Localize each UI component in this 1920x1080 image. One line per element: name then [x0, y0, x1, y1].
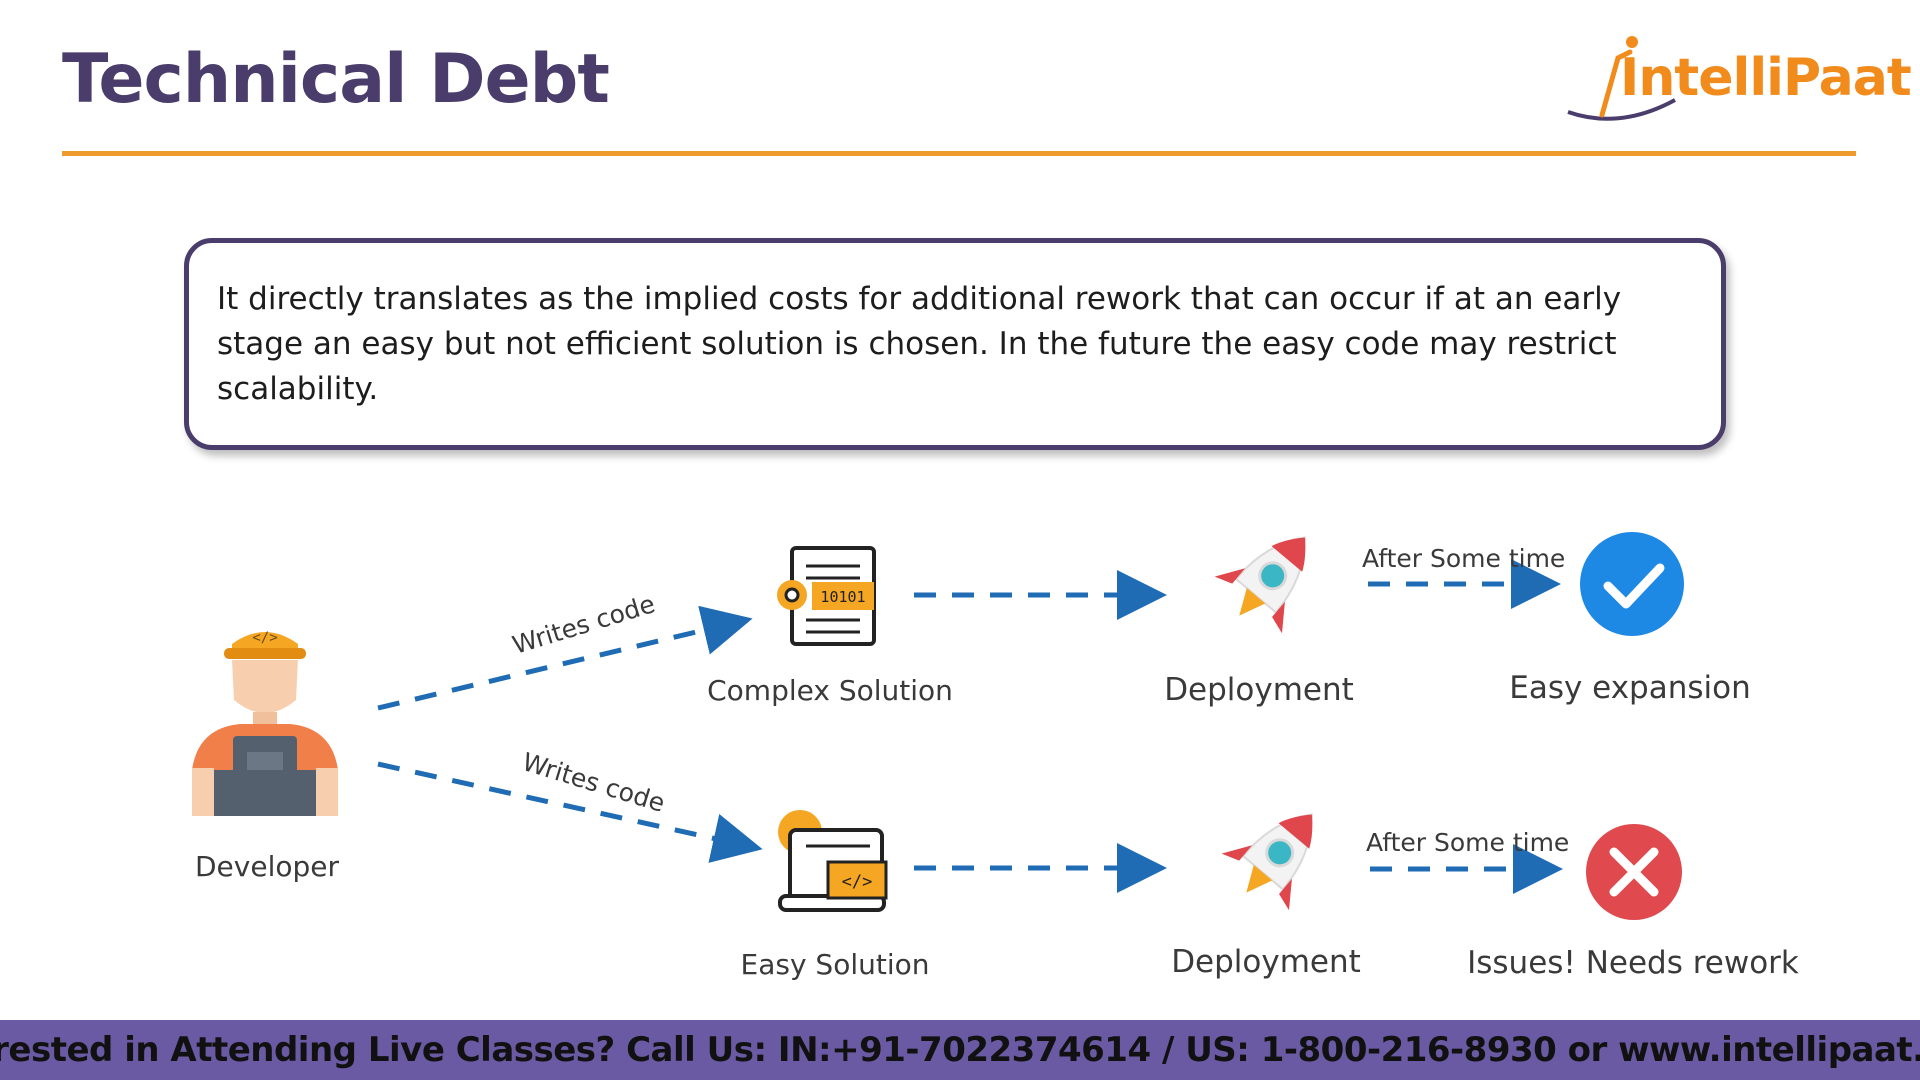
cross-icon: [1586, 824, 1682, 920]
complex-solution-label: Complex Solution: [707, 674, 953, 707]
easy-solution-label: Easy Solution: [740, 948, 930, 981]
top-writes-code-arrow: [377, 605, 753, 711]
bottom-rocket-icon: [1221, 813, 1313, 911]
svg-text:</>: </>: [842, 872, 873, 892]
footer-banner: Interested in Attending Live Classes? Ca…: [0, 1020, 1920, 1080]
footer-contact-text: Interested in Attending Live Classes? Ca…: [0, 1030, 1920, 1070]
title-underline: [62, 151, 1856, 156]
logo-figure-icon: [1567, 36, 1676, 121]
svg-text:10101: 10101: [820, 588, 865, 606]
slide-title: Technical Debt: [62, 40, 610, 119]
needs-rework-label: Issues! Needs rework: [1467, 945, 1799, 981]
top-deployment-label: Deployment: [1164, 672, 1354, 708]
svg-text:</>: </>: [252, 630, 277, 646]
intellipaat-logo: IntelliPaat: [1560, 20, 1912, 130]
developer-label: Developer: [194, 850, 340, 883]
bottom-after-time-label: After Some time: [1366, 828, 1570, 857]
easy-expansion-label: Easy expansion: [1509, 670, 1751, 706]
easy-solution-icon: </>: [778, 810, 888, 912]
definition-text: It directly translates as the implied co…: [217, 280, 1622, 407]
developer-icon: </>: [192, 630, 338, 816]
top-after-time-label: After Some time: [1362, 544, 1566, 573]
check-icon: [1580, 532, 1684, 636]
definition-box: It directly translates as the implied co…: [184, 238, 1726, 450]
complex-solution-icon: 10101: [777, 546, 876, 646]
bottom-deployment-label: Deployment: [1171, 944, 1361, 980]
bottom-writes-code-arrow: [377, 761, 763, 863]
logo-text: IntelliPaat: [1620, 48, 1912, 108]
top-rocket-icon: [1214, 536, 1306, 634]
